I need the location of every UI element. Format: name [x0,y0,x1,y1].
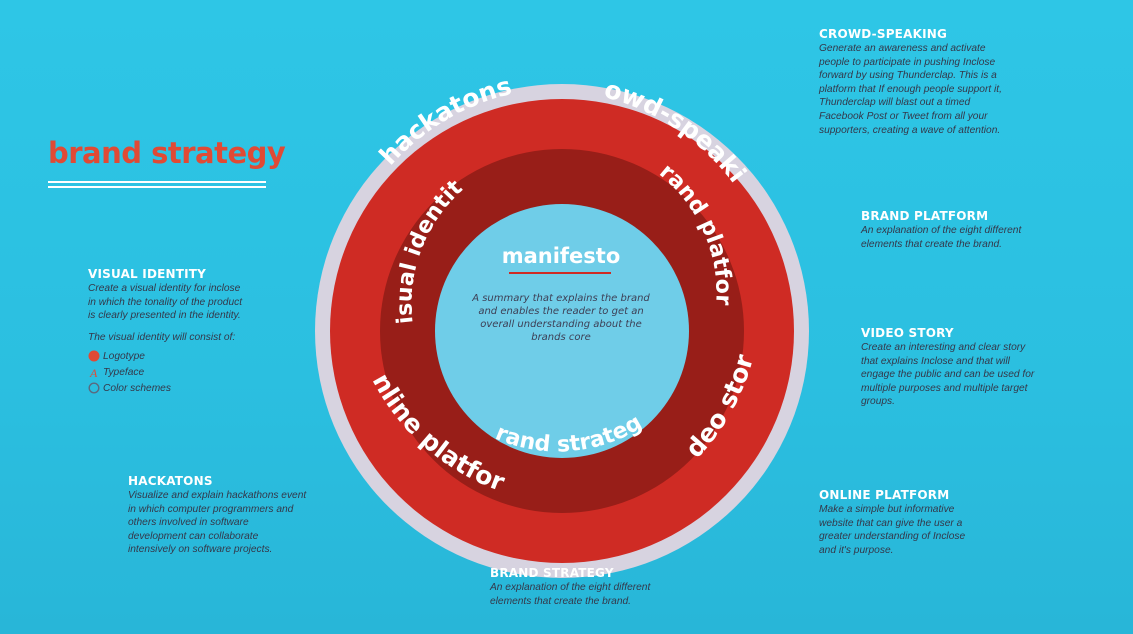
video-story-heading: VIDEO STORY [861,326,954,340]
letter-a-icon: A [88,366,100,378]
center-text-line: and enables the reader to get an [478,306,643,317]
list-item: Color schemes [88,380,288,396]
video-story-text: Create an interesting and clear story th… [861,342,1035,408]
center-circle [435,204,689,458]
brand-strategy-heading: BRAND STRATEGY [490,566,614,580]
color-circle-icon [88,382,100,394]
center-text-line: brands core [531,332,591,343]
online-platform-text: Make a simple but informative website th… [819,504,966,556]
hackatons-block: HACKATONS Visualize and explain hackatho… [128,474,338,557]
online-platform-heading: ONLINE PLATFORM [819,488,950,502]
list-item: Logotype [88,348,288,364]
svg-text:A: A [89,366,98,378]
visual-identity-list: Logotype A Typeface Color schemes [88,348,288,396]
brand-platform-heading: BRAND PLATFORM [861,209,989,223]
video-story-block: VIDEO STORY Create an interesting and cl… [861,326,1091,409]
title-underline-bottom [48,186,266,188]
center-text-line: A summary that explains the brand [471,293,650,304]
brand-strategy-text: An explanation of the eight different el… [490,582,651,607]
list-item: A Typeface [88,366,145,379]
hackatons-text: Visualize and explain hackathons event i… [128,490,307,556]
brand-strategy-block: BRAND STRATEGY An explanation of the eig… [490,566,710,608]
center-title: manifesto [502,244,621,268]
visual-identity-list-intro: The visual identity will consist of: [88,331,236,343]
title-underline-top [48,181,266,183]
visual-identity-heading: VISUAL IDENTITY [88,267,207,281]
hackatons-heading: HACKATONS [128,474,213,488]
brand-platform-text: An explanation of the eight different el… [861,225,1022,250]
online-platform-block: ONLINE PLATFORM Make a simple but inform… [819,488,1039,557]
visual-identity-block: VISUAL IDENTITY Create a visual identity… [88,267,288,396]
crowd-speaking-text: Generate an awareness and activate peopl… [819,43,1002,136]
crowd-speaking-heading: CROWD-SPEAKING [819,27,948,41]
visual-identity-text: Create a visual identity for inclose in … [88,283,243,322]
page-title: brand strategy [48,136,286,170]
brand-platform-block: BRAND PLATFORM An explanation of the eig… [861,209,1081,251]
crowd-speaking-block: CROWD-SPEAKING Generate an awareness and… [819,27,1059,137]
red-dot-icon [88,350,100,362]
center-text-line: overall understanding about the [480,319,641,330]
